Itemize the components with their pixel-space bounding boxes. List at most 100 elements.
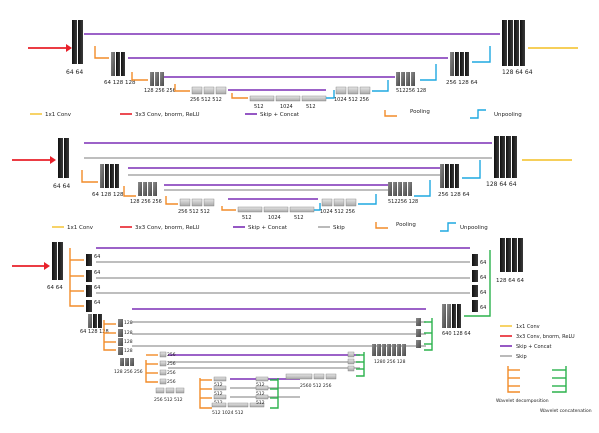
encoder-block-2 xyxy=(88,314,102,328)
pooling-path-1 xyxy=(81,170,98,183)
wavelet-3-label-d: 256 xyxy=(167,379,176,385)
wavelet-4-label-a: 512 xyxy=(214,382,223,388)
wavelet-3-label-b: 256 xyxy=(167,361,176,367)
legend-conv3x3: 3x3 Conv, bnorm, ReLU xyxy=(516,334,575,340)
output-channels: 128 64 64 xyxy=(502,69,533,76)
unpooling-path-2 xyxy=(420,64,437,81)
wavelet-concat-path-1 xyxy=(464,250,491,317)
decoder-4-channels: 2560 512 256 xyxy=(300,383,332,389)
encoder-1-channels: 64 64 xyxy=(53,183,70,190)
wavelet-subbands-4 xyxy=(213,376,227,400)
decoder-block-4 xyxy=(335,86,371,95)
legend-unpooling: Unpooling xyxy=(494,112,522,118)
bottleneck-ch-b: 1024 xyxy=(280,104,293,110)
encoder-block-4 xyxy=(191,86,227,95)
bottleneck-channels: 512 1024 512 xyxy=(212,410,244,416)
wavelet-1d-label-d: 64 xyxy=(480,305,486,311)
unpooling-path-4 xyxy=(314,203,321,211)
output-channels: 128 64 64 xyxy=(496,278,524,284)
output-channels: 128 64 64 xyxy=(486,181,517,188)
encoder-1-channels: 64 64 xyxy=(47,285,63,291)
wavelet-1d-label-c: 64 xyxy=(480,290,486,296)
encoder-block-1 xyxy=(72,20,83,64)
pooling-path-2 xyxy=(123,186,136,197)
unpooling-path-1 xyxy=(472,46,491,63)
legend-skip: Skip xyxy=(333,225,345,231)
legend-skip-concat: Skip + Concat xyxy=(260,112,300,118)
decoder-4-channels: 1024 512 256 xyxy=(320,209,355,215)
encoder-block-3 xyxy=(120,358,134,366)
legend-pooling: Pooling xyxy=(396,222,416,228)
encoder-4-channels: 256 512 512 xyxy=(178,209,210,215)
pooling-path-3 xyxy=(165,196,178,205)
legend-conv1x1: 1x1 Conv xyxy=(516,324,540,330)
encoder-2-channels: 64 128 128 xyxy=(92,192,124,198)
pooling-path-1 xyxy=(94,46,109,59)
panel-1-legend: 1x1 Conv 3x3 Conv, bnorm, ReLU Skip + Co… xyxy=(30,109,522,119)
encoder-block-1 xyxy=(52,242,63,280)
pooling-path-2 xyxy=(131,72,148,81)
wavelet-subbands-1 xyxy=(86,254,92,312)
panel-2-legend: 1x1 Conv 3x3 Conv, bnorm, ReLU Skip + Co… xyxy=(52,222,488,232)
decoder-block-3 xyxy=(396,72,415,86)
wavelet-2-label-c: 128 xyxy=(124,339,133,345)
legend-wavelet-concatenation: Wavelet concatenation xyxy=(540,408,592,414)
legend-unpooling: Unpooling xyxy=(460,225,488,231)
unpooling-path-3 xyxy=(358,194,377,205)
unpooling-path-2 xyxy=(414,180,431,197)
bottleneck-ch-b: 1024 xyxy=(268,215,281,221)
wavelet-concat-path-4 xyxy=(270,378,279,409)
output-block xyxy=(502,20,525,66)
wavelet-2-label-d: 128 xyxy=(124,348,133,354)
encoder-block-1 xyxy=(58,138,69,178)
wavelet-4d-label-a: 512 xyxy=(256,382,265,388)
input-arrowhead xyxy=(50,156,56,164)
output-block xyxy=(500,238,523,272)
decoder-block-2 xyxy=(450,52,469,76)
bottleneck-ch-c: 512 xyxy=(294,215,304,221)
bottleneck-block xyxy=(249,95,327,102)
wavelet-4-label-b: 512 xyxy=(214,391,223,397)
wavelet-3-label-c: 256 xyxy=(167,370,176,376)
panel-3-legend: 1x1 Conv 3x3 Conv, bnorm, ReLU Skip + Co… xyxy=(496,324,592,414)
legend-pooling: Pooling xyxy=(410,109,430,115)
legend-skip: Skip xyxy=(516,354,527,360)
encoder-4-channels: 256 512 512 xyxy=(154,397,183,403)
wavelet-concat-subbands-3 xyxy=(347,351,355,372)
pooling-path-4 xyxy=(231,93,248,99)
decoder-3-channels: 512256 128 xyxy=(396,88,426,94)
encoder-block-4 xyxy=(179,198,215,207)
decoder-2-channels: 640 128 64 xyxy=(442,331,471,337)
decoder-block-2 xyxy=(440,164,459,188)
encoder-1-channels: 64 64 xyxy=(66,69,83,76)
panel-2-unet: 64 64 64 128 128 128 256 256 256 512 512 xyxy=(12,136,572,232)
wavelet-concat-subbands-4 xyxy=(255,376,269,400)
legend-conv1x1: 1x1 Conv xyxy=(67,225,94,231)
wavelet-decomposition-path-4 xyxy=(199,378,212,409)
encoder-block-3 xyxy=(138,182,157,196)
wavelet-4d-label-b: 512 xyxy=(256,391,265,397)
wavelet-decomposition-path-1 xyxy=(69,248,84,307)
wavelet-subbands-2 xyxy=(118,319,123,355)
legend-conv1x1: 1x1 Conv xyxy=(45,112,72,118)
legend-conv3x3: 3x3 Conv, bnorm, ReLU xyxy=(135,225,200,231)
input-arrowhead xyxy=(44,262,50,270)
wavelet-2-label-b: 128 xyxy=(124,330,133,336)
legend-wavelet-concatenation-icon xyxy=(552,366,567,393)
decoder-block-4 xyxy=(321,198,357,207)
decoder-block-3 xyxy=(388,182,412,196)
wavelet-1-label-a: 64 xyxy=(94,254,100,260)
unpooling-path-1 xyxy=(462,160,481,179)
legend-skip-concat: Skip + Concat xyxy=(516,344,552,350)
encoder-2-channels: 64 128 128 xyxy=(80,329,109,335)
encoder-3-channels: 128 256 256 xyxy=(144,88,176,94)
pooling-path-3 xyxy=(174,84,190,92)
wavelet-1-label-b: 64 xyxy=(94,270,100,276)
wavelet-concat-path-3 xyxy=(356,352,365,377)
wavelet-1d-label-a: 64 xyxy=(480,260,486,266)
legend-skip-concat: Skip + Concat xyxy=(248,225,288,231)
input-arrowhead xyxy=(66,44,72,52)
bottleneck-ch-a: 512 xyxy=(254,104,264,110)
wavelet-concat-subbands-2 xyxy=(416,318,421,348)
